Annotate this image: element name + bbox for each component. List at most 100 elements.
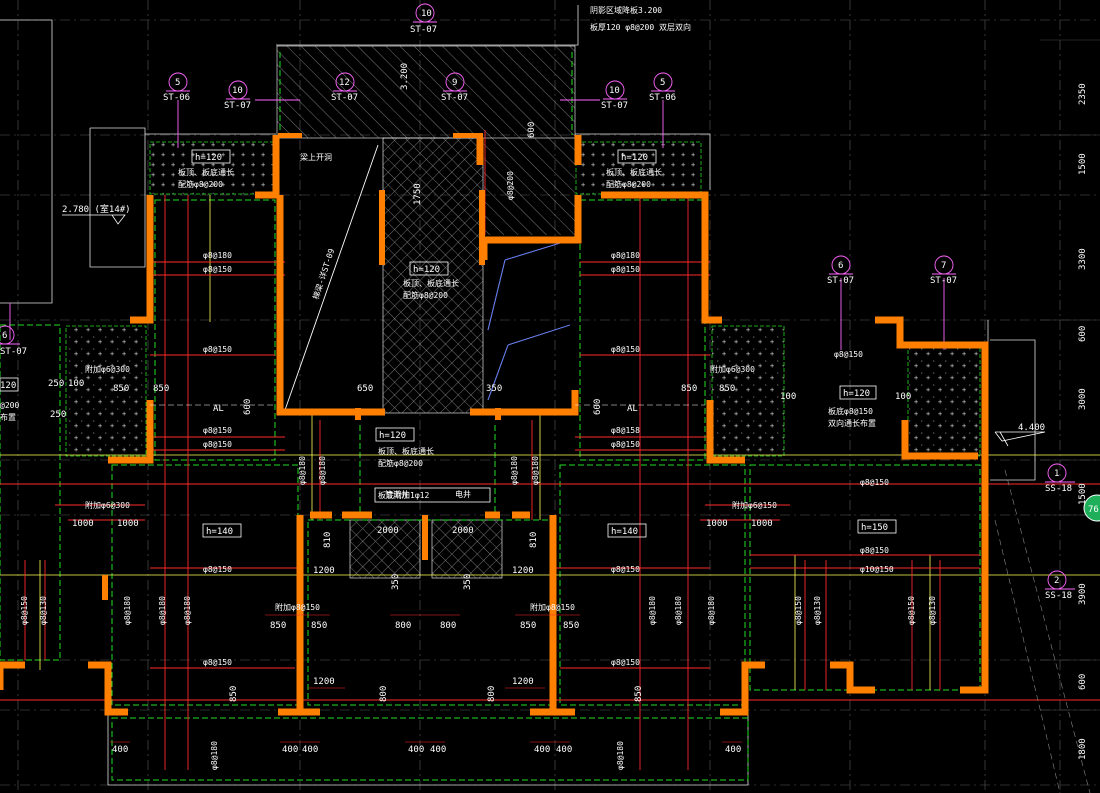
dimension: 350 [391, 574, 401, 590]
dimension: 850 [229, 686, 239, 702]
section-tag-num: 7 [941, 261, 946, 271]
rebar-label: φ8@150 [611, 565, 640, 574]
shaft-label: 管道井 [385, 489, 409, 499]
dimension: 650 [357, 384, 373, 394]
rebar-label: φ8@150 [611, 345, 640, 354]
rebar-label: φ8@180 [674, 596, 683, 625]
dimension: 2350 [1078, 83, 1088, 105]
dimension: 250 [48, 379, 64, 389]
slab-thickness: h=120 [379, 431, 406, 441]
dimension: AL [213, 404, 224, 414]
rebar-label: φ8@180 [183, 596, 192, 625]
rebar-label: φ8@180 [298, 456, 307, 485]
rebar-label: φ8@130 [39, 596, 48, 625]
dimension: 3900 [1078, 583, 1088, 605]
section-tag-ref: ST-06 [163, 93, 190, 103]
dimension: 100 [68, 379, 84, 389]
section-tag-num: 5 [175, 78, 180, 88]
dimension: 100 [780, 392, 796, 402]
dimension: 350 [486, 384, 502, 394]
slab-thickness: h=120 [413, 265, 440, 275]
rebar-label: φ8@150 [611, 658, 640, 667]
dimension: 1500 [1078, 483, 1088, 505]
rebar-label: φ8@200 [506, 171, 515, 200]
section-tag-num: 5 [660, 78, 665, 88]
rebar-label: 附加φ8@150 [275, 602, 320, 612]
rebar-label: φ8@150 [203, 345, 232, 354]
dimension: 1200 [512, 677, 534, 687]
rebar-label: φ8@180 [158, 596, 167, 625]
slab-thickness: h=120 [621, 153, 648, 163]
dimension: 350 [463, 574, 473, 590]
section-tag-num: 2 [1054, 576, 1059, 586]
slab-note: 配筋φ8@200 [178, 179, 223, 189]
section-tag-ref: ST-07 [331, 93, 358, 103]
dimension: 850 [113, 384, 129, 394]
rebar-label: φ8@158 [611, 426, 640, 435]
dimension: 800 [379, 686, 389, 702]
dimension: 400 [408, 745, 424, 755]
dimension: 850 [270, 621, 286, 631]
rebar-label: φ8@150 [860, 546, 889, 555]
dimension: 1500 [1078, 153, 1088, 175]
dimension: 850 [563, 621, 579, 631]
dimension: 600 [527, 122, 537, 138]
section-tag-num: 10 [609, 86, 620, 96]
dimension: 810 [529, 532, 539, 548]
dimension: 1000 [706, 519, 728, 529]
elevation-left: 2.780 (室14#) [62, 203, 131, 215]
slab-note: 配筋φ8@200 [378, 458, 423, 468]
slab-note: 板顶、板底通长 [378, 446, 434, 456]
dimension: 3300 [1078, 248, 1088, 270]
section-tag-num: 1 [1054, 469, 1059, 479]
section-tag-ref: ST-07 [410, 25, 437, 35]
dimension: 800 [487, 686, 497, 702]
dimension: 1200 [512, 566, 534, 576]
rebar-label: 附加φ8@150 [530, 602, 575, 612]
section-tag-num: 10 [232, 86, 243, 96]
dimension: 1000 [72, 519, 94, 529]
section-tag-num: 10 [421, 9, 432, 19]
rebar-label: φ8@150 [203, 565, 232, 574]
dimension: 1200 [313, 566, 335, 576]
dimension: 3000 [1078, 388, 1088, 410]
section-tag-ref: ST-07 [0, 347, 27, 357]
dimension: 800 [395, 621, 411, 631]
rebar-label: φ8@130 [928, 596, 937, 625]
slab-note: 板底φ8@150 [828, 406, 873, 416]
section-tag-ref: SS-18 [1045, 591, 1072, 601]
top-note-line1: 阴影区域降板3.200 [590, 5, 662, 15]
dimension: 400 [725, 745, 741, 755]
rebar-label: φ8@150 [907, 596, 916, 625]
well-label: 电井 [455, 489, 471, 499]
dimension: AL [627, 404, 638, 414]
slab-note: 配筋φ8@200 [403, 290, 448, 300]
section-tag-ref: ST-07 [224, 101, 251, 111]
rebar-label: φ8@180 [707, 596, 716, 625]
slab-note: 布置 [0, 412, 16, 422]
section-tag-ref: ST-07 [441, 93, 468, 103]
dimension: 400 [556, 745, 572, 755]
dimension: 2000 [452, 526, 474, 536]
dimension: 100 [895, 392, 911, 402]
top-note-line2: 板厚120 φ8@200 双层双向 [590, 22, 691, 32]
slab-note: 板顶、板底通长 [403, 278, 459, 288]
dimension: 850 [153, 384, 169, 394]
dimension: 850 [311, 621, 327, 631]
rebar-label: φ8@180 [203, 251, 232, 260]
section-tag-ref: ST-07 [930, 276, 957, 286]
rebar-label: φ8@180 [611, 251, 640, 260]
slab-thickness: h=150 [861, 523, 888, 533]
rebar-label: 附加φ6@300 [710, 364, 755, 374]
rebar-label: φ8@150 [611, 440, 640, 449]
slab-note: 双向通长布置 [828, 418, 876, 428]
section-tag-ref: SS-18 [1045, 484, 1072, 494]
rebar-label: φ8@150 [860, 478, 889, 487]
dimension: 1750 [413, 183, 423, 205]
slab-note: 板顶、板底通长 [606, 167, 662, 177]
dimension: 400 [112, 745, 128, 755]
rebar-label: 附加φ6@300 [85, 364, 130, 374]
dimension: 250 [50, 410, 66, 420]
rebar-label: φ8@180 [616, 741, 625, 770]
